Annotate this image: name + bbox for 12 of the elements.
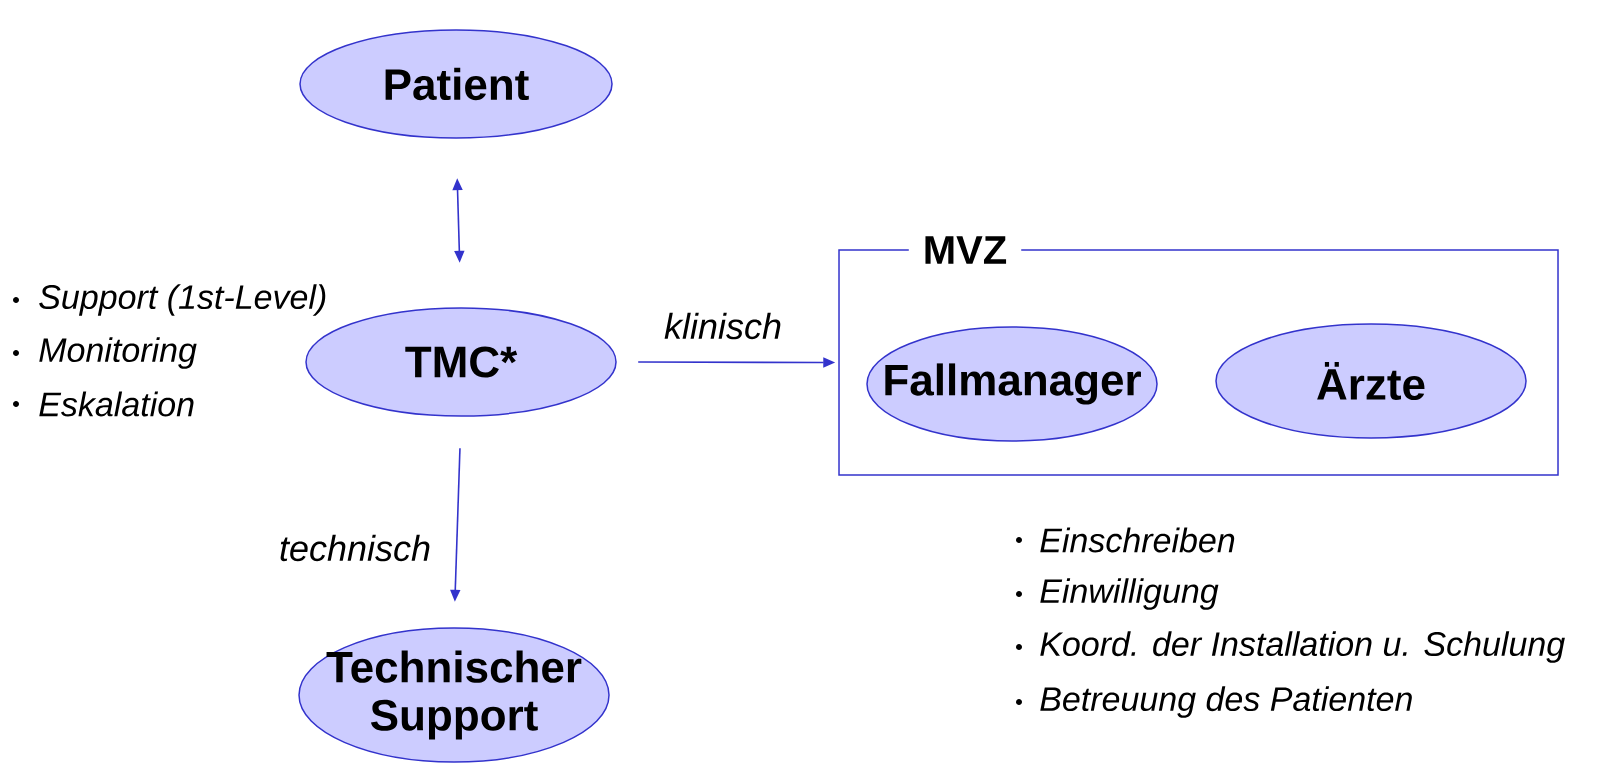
ellipse-node: Patient bbox=[299, 29, 613, 139]
bullet-item: Eskalation bbox=[13, 391, 194, 417]
bullet-item: Einschreiben bbox=[1016, 527, 1235, 553]
bullet-item: Koord. der Installation u. Schulung bbox=[1016, 631, 1565, 663]
bullet-item: Einwilligung bbox=[1016, 578, 1219, 610]
edge-label: technisch bbox=[280, 534, 430, 562]
bullet-item: Monitoring bbox=[13, 337, 197, 369]
edge-label: klinisch bbox=[664, 312, 781, 340]
ellipse-node: Technischer Support bbox=[298, 627, 610, 763]
bullet-item: Betreuung des Patienten bbox=[1016, 686, 1412, 718]
ellipse-node: Fallmanager bbox=[866, 326, 1158, 442]
ellipse-node: Ärzte bbox=[1215, 323, 1527, 439]
